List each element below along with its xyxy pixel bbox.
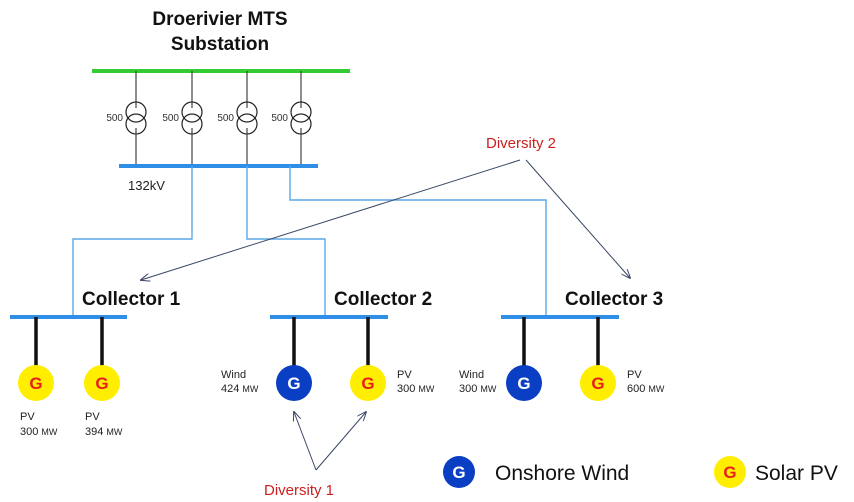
generator-onshore-wind: G Wind 424 MW [221, 365, 312, 401]
diversity-1-arrow-right [315, 412, 366, 471]
transformer-rating: 500 [217, 113, 234, 124]
transformer-rating: 500 [162, 113, 179, 124]
generator-capacity: 300 [459, 383, 477, 395]
substation-title-line2: Substation [171, 34, 269, 55]
generator-name: PV [85, 411, 100, 423]
diversity-2-arrow-right [525, 159, 630, 278]
diversity-1-arrow-left [294, 412, 317, 471]
generator-letter: G [287, 374, 300, 393]
collector-2-label: Collector 2 [334, 289, 432, 310]
legend-solar-label: Solar PV [755, 462, 838, 485]
collector-3-label: Collector 3 [565, 289, 663, 310]
feeder-to-collector-1 [72, 166, 193, 316]
svg-text:300 MW: 300 MW [20, 426, 58, 438]
legend-item-onshore-wind: G Onshore Wind [443, 456, 629, 488]
transformer-rating: 500 [271, 113, 288, 124]
generator-unit: MW [480, 384, 496, 394]
generator-letter: G [29, 374, 42, 393]
legend-item-solar-pv: G Solar PV [714, 456, 838, 488]
svg-text:424 MW: 424 MW [221, 383, 259, 395]
generator-capacity: 300 [397, 383, 415, 395]
diversity-1-label: Diversity 1 [264, 482, 334, 499]
generator-capacity: 600 [627, 383, 645, 395]
generator-name: Wind [221, 369, 246, 381]
busbar-voltage-label: 132kV [128, 178, 165, 193]
generator-solar-pv: G PV 600 MW [580, 365, 665, 401]
legend-solar-letter: G [723, 463, 736, 482]
generator-unit: MW [242, 384, 258, 394]
transformer-1: 500 [106, 71, 147, 166]
generator-letter: G [517, 374, 530, 393]
wind-generator-icon [443, 456, 475, 488]
svg-text:300 MW: 300 MW [459, 383, 497, 395]
generator-name: Wind [459, 369, 484, 381]
transformer-3: 500 [217, 71, 258, 166]
diversity-2-label: Diversity 2 [486, 135, 556, 152]
generator-solar-pv: G PV 300 MW [350, 365, 435, 401]
generator-solar-pv: G PV 300 MW [18, 365, 58, 438]
generator-solar-pv: G PV 394 MW [84, 365, 123, 438]
generator-unit: MW [106, 427, 122, 437]
legend-wind-label: Onshore Wind [495, 462, 629, 485]
generator-letter: G [95, 374, 108, 393]
generator-onshore-wind: G Wind 300 MW [459, 365, 542, 401]
transformer-rating: 500 [106, 113, 123, 124]
transformer-2: 500 [162, 71, 203, 166]
generator-name: PV [20, 411, 35, 423]
generator-capacity: 424 [221, 383, 239, 395]
generator-unit: MW [648, 384, 664, 394]
generator-unit: MW [418, 384, 434, 394]
generator-name: PV [627, 369, 642, 381]
legend-wind-letter: G [452, 463, 465, 482]
generator-capacity: 300 [20, 426, 38, 438]
generator-letter: G [361, 374, 374, 393]
legend: G Onshore Wind G Solar PV [443, 456, 838, 488]
svg-text:394 MW: 394 MW [85, 426, 123, 438]
generator-capacity: 394 [85, 426, 103, 438]
generator-unit: MW [41, 427, 57, 437]
svg-text:300 MW: 300 MW [397, 383, 435, 395]
generator-name: PV [397, 369, 412, 381]
substation-title-line1: Droerivier MTS [152, 9, 287, 30]
collector-1-label: Collector 1 [82, 289, 181, 310]
svg-text:600 MW: 600 MW [627, 383, 665, 395]
feeder-to-collector-2 [246, 166, 326, 316]
diversity-2-arrow-left [141, 159, 521, 280]
generator-letter: G [591, 374, 604, 393]
transformer-4: 500 [271, 71, 312, 166]
solar-generator-icon [714, 456, 746, 488]
feeder-to-collector-3 [289, 166, 547, 316]
